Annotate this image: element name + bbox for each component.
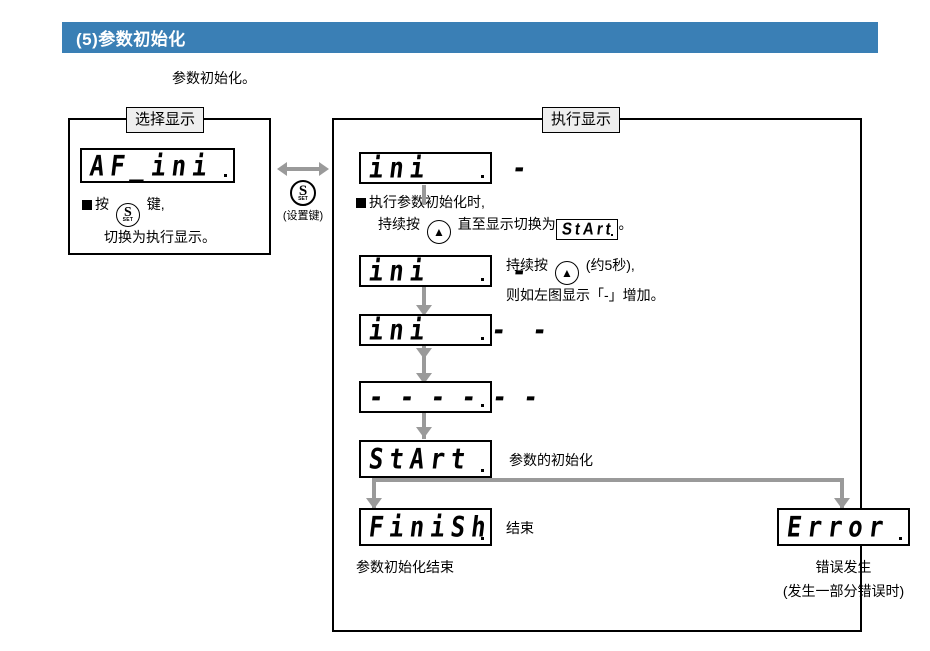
set-key-large-sublabel: SET bbox=[298, 196, 308, 202]
lcd-ini-dash-2: ini - bbox=[359, 254, 535, 288]
lcd-finish-text: FiniSh bbox=[366, 510, 494, 544]
arrowhead-to-finish bbox=[366, 498, 382, 509]
arrowhead-to-error bbox=[834, 498, 850, 509]
arrow-head-right bbox=[319, 162, 329, 176]
note2-press-label: 持续按 bbox=[506, 257, 548, 273]
up-arrow-key-glyph: ▲ bbox=[560, 266, 573, 280]
lcd-decimal-dot bbox=[481, 469, 484, 472]
lcd-af-ini: AF_ini bbox=[80, 148, 235, 183]
select-panel-note: 按 S SET 键, 切换为执行显示。 bbox=[82, 194, 216, 248]
select-display-panel: 选择显示 AF_ini 按 S SET 键, 切换为执行显示。 bbox=[68, 107, 271, 255]
lcd-error: Error bbox=[777, 508, 910, 546]
error-caption-line2: (发生一部分错误时) bbox=[782, 583, 905, 599]
note-press-suffix: 键, bbox=[146, 196, 165, 212]
set-key-large-icon: S SET bbox=[290, 180, 316, 206]
arrowhead-to-dashes bbox=[416, 373, 432, 384]
section-title: (5)参数初始化 bbox=[76, 30, 186, 49]
connector-start-down bbox=[372, 478, 376, 510]
set-key-group: S SET (设置键) bbox=[277, 162, 329, 223]
select-display-tab-label: 选择显示 bbox=[126, 107, 205, 133]
arrowhead-ini3-mid bbox=[416, 348, 432, 359]
execution-display-tab-label: 执行显示 bbox=[542, 107, 621, 133]
lcd-inline-start-text: StArt bbox=[560, 219, 615, 239]
connector-ini1-to-ini2 bbox=[422, 185, 426, 205]
lcd-ini-dash-dash-text: ini - - bbox=[366, 313, 556, 347]
lcd-ini-dash-dash: ini - - bbox=[359, 313, 555, 347]
note1-line1: 执行参数初始化时, bbox=[369, 194, 485, 210]
lcd-all-dashes-text: - - - - - - bbox=[366, 380, 541, 414]
note1-until-label: 直至显示切换为 bbox=[457, 215, 556, 232]
connector-ini3-to-dashes bbox=[422, 346, 426, 374]
double-headed-arrow-icon bbox=[277, 162, 329, 176]
up-arrow-key-icon: ▲ bbox=[554, 261, 579, 285]
arrowhead-to-start bbox=[416, 427, 432, 438]
set-key-large-letter: S bbox=[298, 183, 308, 199]
intro-text: 参数初始化。 bbox=[172, 70, 256, 86]
connector-ini2-to-ini3 bbox=[422, 287, 426, 311]
section-header-bar: (5)参数初始化 bbox=[62, 22, 878, 53]
note-switch-line: 切换为执行显示。 bbox=[104, 228, 216, 245]
lcd-decimal-dot bbox=[611, 233, 614, 236]
note-press-prefix: 按 bbox=[95, 196, 109, 212]
note1-press-label: 持续按 bbox=[378, 215, 420, 232]
set-key-icon-sublabel: SET bbox=[122, 217, 134, 223]
note1-period: 。 bbox=[618, 215, 633, 232]
connector-branch-right-down bbox=[840, 478, 844, 510]
lcd-start-text: StArt bbox=[366, 442, 474, 476]
lcd-error-text: Error bbox=[784, 510, 892, 544]
arrow-head-left bbox=[277, 162, 287, 176]
up-arrow-key-icon: ▲ bbox=[426, 219, 451, 244]
bullet-square-icon bbox=[356, 198, 366, 208]
lcd-decimal-dot bbox=[224, 174, 227, 177]
lcd-start: StArt bbox=[359, 440, 492, 478]
note2-duration-label: (约5秒), bbox=[585, 257, 635, 273]
up-arrow-key-glyph: ▲ bbox=[432, 224, 445, 239]
lcd-decimal-dot bbox=[481, 404, 484, 407]
lcd-ini-dash-1: ini - bbox=[359, 151, 535, 185]
lcd-inline-start: StArt bbox=[555, 218, 619, 240]
note2-line2: 则如左图显示「-」增加。 bbox=[506, 287, 665, 303]
lcd-af-ini-text: AF_ini bbox=[87, 148, 215, 183]
finish-sub-caption: 参数初始化结束 bbox=[356, 559, 454, 575]
lcd-all-dashes: - - - - - - bbox=[359, 380, 541, 414]
finish-caption: 结束 bbox=[506, 520, 534, 536]
lcd-decimal-dot bbox=[899, 537, 902, 540]
set-key-icon-letter: S bbox=[123, 205, 132, 220]
arrow-shaft bbox=[286, 167, 320, 171]
lcd-finish: FiniSh bbox=[359, 508, 494, 546]
lcd-ini-dash-2-text: ini - bbox=[366, 254, 535, 288]
lcd-decimal-dot bbox=[481, 175, 484, 178]
set-key-icon: S SET bbox=[115, 202, 140, 227]
lcd-decimal-dot bbox=[481, 278, 484, 281]
arrowhead-ini2-to-ini3 bbox=[416, 305, 432, 316]
connector-branch-horizontal bbox=[372, 478, 844, 482]
start-caption: 参数的初始化 bbox=[509, 452, 593, 468]
lcd-decimal-dot bbox=[481, 337, 484, 340]
lcd-ini-dash-1-text: ini - bbox=[366, 151, 535, 185]
connector-dashes-to-start bbox=[422, 413, 426, 439]
execution-note-2: 持续按 ▲ (约5秒), 则如左图显示「-」增加。 bbox=[506, 255, 665, 307]
error-caption-line1: 错误发生 bbox=[815, 559, 872, 575]
bullet-square-icon bbox=[82, 200, 92, 210]
lcd-decimal-dot bbox=[481, 537, 484, 540]
set-key-label: (设置键) bbox=[282, 210, 324, 222]
